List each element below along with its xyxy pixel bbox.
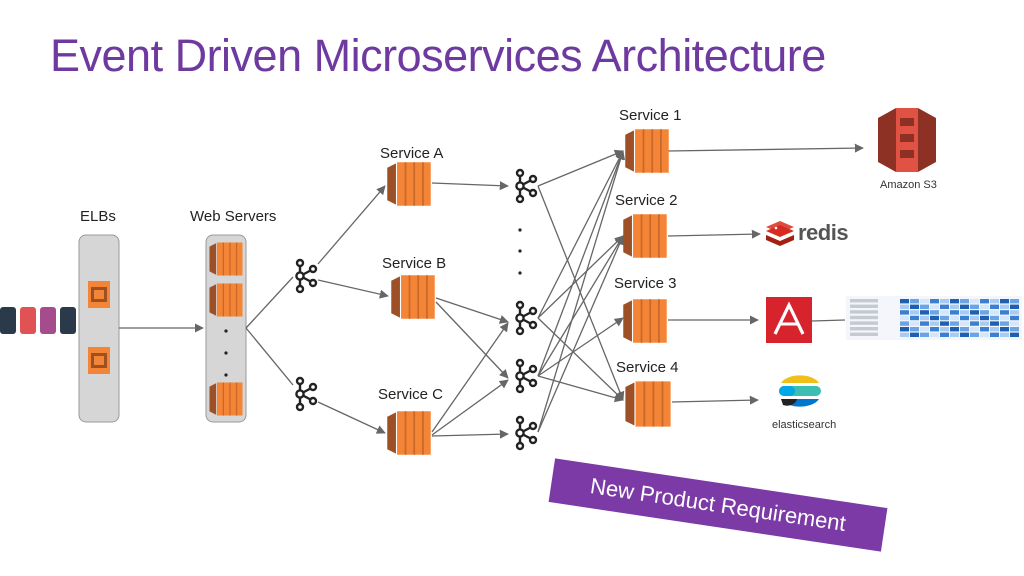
kafka-icon	[295, 258, 318, 294]
kafka-icon	[515, 358, 538, 394]
angular-icon	[766, 297, 812, 343]
aws-ec2-icon	[623, 214, 667, 258]
service-b-label: Service B	[382, 255, 447, 272]
service-2-label: Service 2	[615, 192, 678, 209]
elasticsearch-icon	[779, 375, 821, 407]
service-1-label: Service 1	[619, 107, 682, 124]
redis-icon	[766, 221, 794, 246]
event-block	[20, 307, 36, 334]
elbs-label: ELBs	[80, 208, 116, 225]
kafka-icon	[515, 300, 538, 336]
aws-ec2-icon	[391, 275, 435, 319]
amazon-s3-icon	[878, 108, 936, 172]
elasticsearch-caption: elasticsearch	[772, 419, 837, 431]
kafka-icon	[295, 376, 318, 412]
table-thumbnail-icon	[846, 296, 1022, 340]
aws-ec2-icon	[387, 162, 431, 206]
elb-icon	[88, 347, 110, 374]
aws-ec2-icon	[209, 283, 243, 317]
event-block	[0, 307, 16, 334]
connections	[119, 143, 864, 439]
aws-ec2-icon	[623, 299, 667, 343]
page-title: Event Driven Microservices Architecture	[50, 30, 826, 81]
aws-ec2-icon	[625, 381, 671, 427]
elb-icon	[88, 281, 110, 308]
kafka-icon	[515, 168, 538, 204]
ellipsis-dots	[518, 228, 522, 275]
aws-ec2-icon	[625, 129, 669, 173]
kafka-icon	[515, 415, 538, 451]
aws-ec2-icon	[209, 242, 243, 276]
web-servers-label: Web Servers	[190, 208, 277, 225]
service-4-label: Service 4	[616, 359, 679, 376]
service-a-label: Service A	[380, 145, 444, 162]
event-block	[40, 307, 56, 334]
service-c-label: Service C	[378, 386, 444, 403]
event-blocks	[0, 307, 76, 334]
aws-ec2-icon	[387, 411, 431, 455]
aws-ec2-icon	[209, 382, 243, 416]
amazon-s3-caption: Amazon S3	[880, 179, 937, 191]
redis-wordmark: redis	[798, 220, 849, 245]
service-3-label: Service 3	[614, 275, 677, 292]
event-block	[60, 307, 76, 334]
ellipsis-dots	[224, 329, 228, 377]
elb-panel	[78, 234, 120, 423]
